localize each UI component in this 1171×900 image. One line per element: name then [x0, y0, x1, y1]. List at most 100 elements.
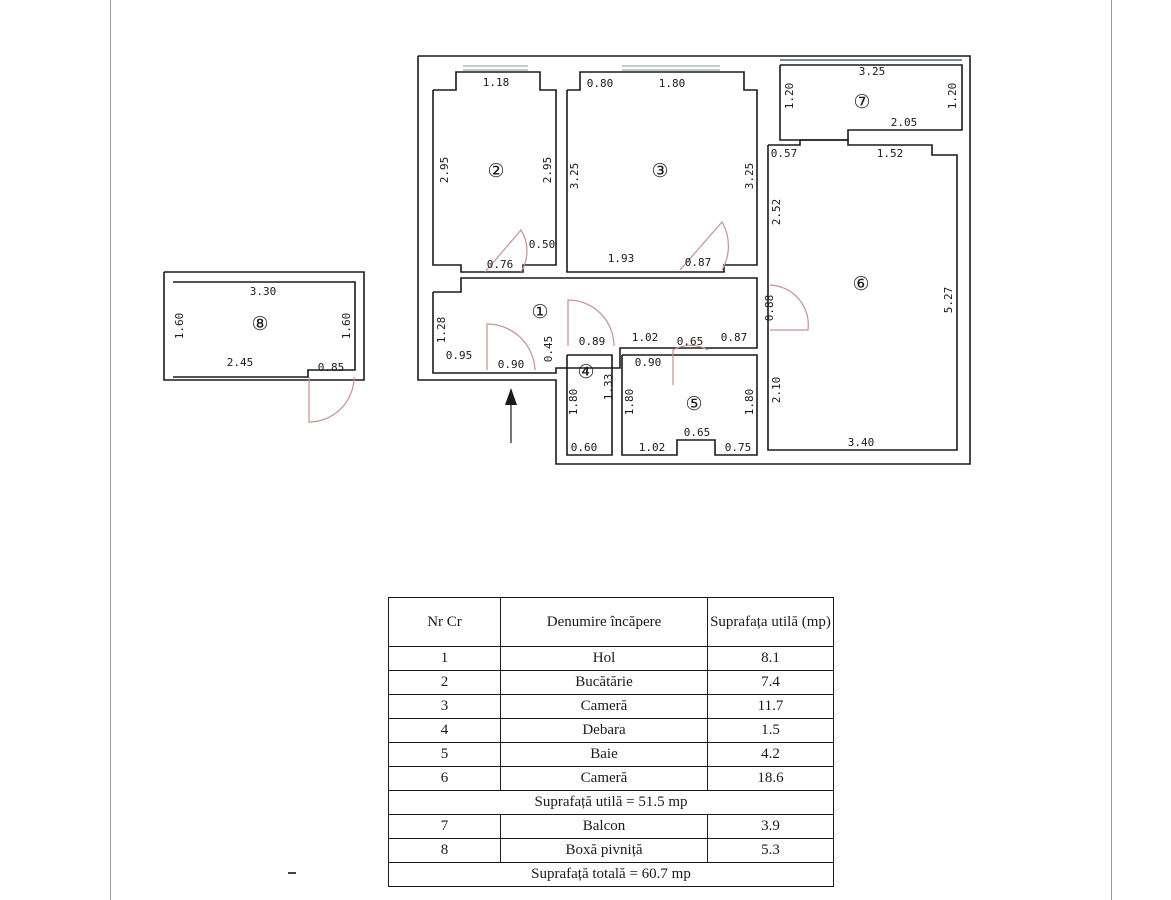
- table-row: 4 Debara 1.5: [388, 718, 834, 743]
- total-row: Suprafață totală = 60.7 mp: [388, 862, 834, 887]
- dim-label: 0.87: [685, 256, 712, 269]
- dim-label: 1.20: [946, 83, 959, 110]
- cell-name: Hol: [500, 646, 708, 671]
- dim-label: 0.80: [587, 77, 614, 90]
- dim-label: 0.90: [498, 358, 525, 371]
- dim-label: 1.18: [483, 76, 510, 89]
- cell-name: Baie: [500, 742, 708, 767]
- room-6-wall: [767, 139, 958, 451]
- page-border-right: [1111, 0, 1112, 900]
- subtotal-cell: Suprafață utilă = 51.5 mp: [388, 790, 834, 815]
- cell-area: 7.4: [707, 670, 834, 695]
- dim-label: 2.95: [438, 157, 451, 184]
- dim-label: 0.57: [771, 147, 798, 160]
- cell-nr: 4: [388, 718, 501, 743]
- room-number-6: ⑥: [852, 273, 869, 295]
- table-row: 3 Cameră 11.7: [388, 694, 834, 719]
- table-row: 8 Boxă pivniță 5.3: [388, 838, 834, 863]
- scan-mark: [288, 872, 296, 874]
- room-8-outer: [163, 271, 365, 381]
- cell-name: Cameră: [500, 694, 708, 719]
- area-table: Nr Cr Denumire încăpere Suprafața utilă …: [388, 597, 834, 887]
- door-3: [679, 220, 729, 271]
- door-4: [567, 299, 615, 347]
- room-8-inner: [173, 281, 356, 378]
- dim-label: 1.60: [340, 313, 353, 340]
- header-nr: Nr Cr: [388, 597, 501, 647]
- cell-name: Bucătărie: [500, 670, 708, 695]
- dim-label: 0.65: [677, 335, 704, 348]
- dim-label: 1.60: [173, 313, 186, 340]
- header-name: Denumire încăpere: [500, 597, 708, 647]
- table-row: 7 Balcon 3.9: [388, 814, 834, 839]
- cell-name: Boxă pivniță: [500, 838, 708, 863]
- room-number-2: ②: [487, 160, 504, 182]
- cell-area: 11.7: [707, 694, 834, 719]
- cell-name: Balcon: [500, 814, 708, 839]
- cell-area: 5.3: [707, 838, 834, 863]
- dim-label: 0.75: [725, 441, 752, 454]
- dim-label: 0.90: [635, 356, 662, 369]
- page-border-left: [110, 0, 111, 900]
- header-area: Suprafața utilă (mp): [707, 597, 834, 647]
- door-6: [769, 284, 809, 331]
- dim-label: 5.27: [942, 287, 955, 314]
- dim-label: 0.45: [542, 336, 555, 363]
- dim-label: 3.40: [848, 436, 875, 449]
- cell-area: 18.6: [707, 766, 834, 791]
- dim-label: 3.25: [568, 163, 581, 190]
- room-number-8: ⑧: [251, 313, 268, 335]
- room-3-wall: [566, 71, 758, 273]
- cell-area: 4.2: [707, 742, 834, 767]
- table-row: 6 Cameră 18.6: [388, 766, 834, 791]
- cell-nr: 3: [388, 694, 501, 719]
- dim-label: 1.20: [783, 83, 796, 110]
- dim-label: 3.25: [743, 163, 756, 190]
- floor-plan: ② ③ ⑦ ⑥ ① ④ ⑤ ⑧ 1.18 0.80 1.80 3.25 2.05…: [163, 55, 971, 465]
- cell-nr: 5: [388, 742, 501, 767]
- dim-label: 0.87: [721, 331, 748, 344]
- table-row: 2 Bucătărie 7.4: [388, 670, 834, 695]
- room-number-4: ④: [577, 361, 594, 383]
- cell-nr: 6: [388, 766, 501, 791]
- table-header-row: Nr Cr Denumire încăpere Suprafața utilă …: [388, 597, 834, 647]
- door-8: [308, 376, 355, 423]
- dim-label: 0.60: [571, 441, 598, 454]
- dim-label: 2.52: [770, 199, 783, 226]
- cell-name: Cameră: [500, 766, 708, 791]
- room-7-wall: [779, 64, 963, 141]
- dim-label: 1.33: [602, 374, 615, 401]
- cell-nr: 7: [388, 814, 501, 839]
- room-2-wall: [432, 71, 557, 273]
- room-number-7: ⑦: [853, 91, 870, 113]
- room-number-1: ①: [531, 301, 548, 323]
- dim-label: 2.45: [227, 356, 254, 369]
- dim-label: 0.89: [579, 335, 606, 348]
- dim-label: 0.50: [529, 238, 556, 251]
- room-number-3: ③: [651, 160, 668, 182]
- room-4-wall: [566, 354, 613, 456]
- dim-label: 2.05: [891, 116, 918, 129]
- cell-area: 1.5: [707, 718, 834, 743]
- dim-label: 1.28: [435, 317, 448, 344]
- dim-label: 1.80: [623, 389, 636, 416]
- room-1-wall: [432, 277, 758, 374]
- dim-label: 1.80: [743, 389, 756, 416]
- room-number-5: ⑤: [685, 393, 702, 415]
- door-5: [672, 344, 709, 385]
- dim-label: 0.65: [684, 426, 711, 439]
- entry-arrow-head: [505, 388, 517, 405]
- entry-door: [486, 323, 536, 371]
- table-row: 5 Baie 4.2: [388, 742, 834, 767]
- door-2: [484, 228, 528, 273]
- table-row: 1 Hol 8.1: [388, 646, 834, 671]
- total-cell: Suprafață totală = 60.7 mp: [388, 862, 834, 887]
- cell-area: 3.9: [707, 814, 834, 839]
- dim-label: 3.25: [859, 65, 886, 78]
- cell-area: 8.1: [707, 646, 834, 671]
- dim-label: 0.76: [487, 258, 514, 271]
- room-5-wall: [621, 354, 758, 456]
- dim-label: 1.80: [567, 389, 580, 416]
- dim-label: 0.85: [318, 361, 345, 374]
- dim-label: 0.95: [446, 349, 473, 362]
